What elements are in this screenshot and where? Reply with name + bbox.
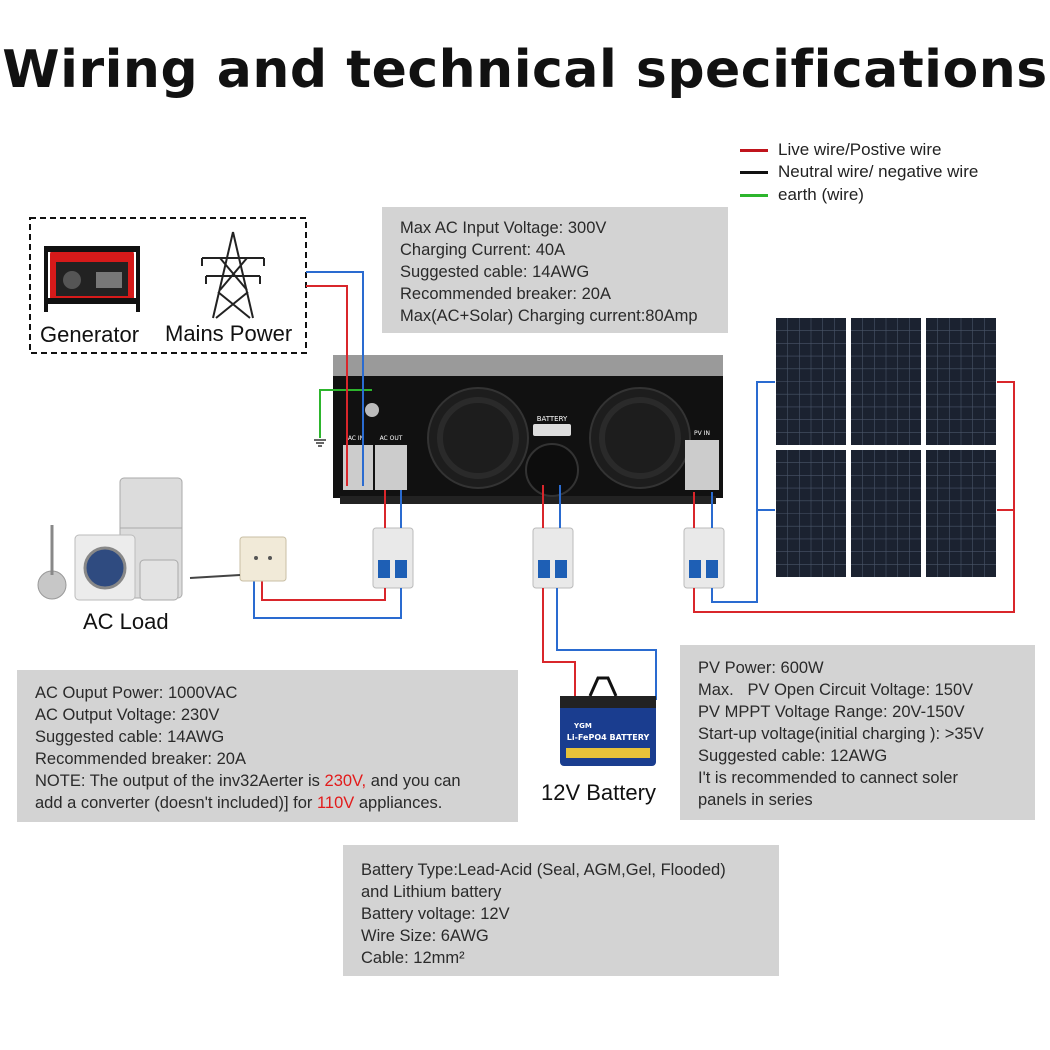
inverter-battery-label: BATTERY: [537, 415, 568, 423]
ac-input-spec-line: Max(AC+Solar) Charging current:80Amp: [400, 307, 698, 325]
inverter-ac-out-label: AC OUT: [380, 435, 403, 442]
solar-panels: [776, 318, 996, 577]
earth-wire-swatch: [740, 193, 768, 197]
page-title: Wiring and technical specifications: [2, 40, 1048, 100]
pv-spec-line: PV MPPT Voltage Range: 20V-150V: [698, 703, 965, 721]
battery-negative-wire: [556, 588, 657, 700]
ac-output-spec-line: AC Output Voltage: 230V: [35, 706, 220, 724]
note-text: and you can: [366, 772, 461, 790]
ac-output-spec-line: AC Ouput Power: 1000VAC: [35, 684, 238, 702]
note-text: appliances.: [354, 794, 443, 812]
pv-spec-line: I't is recommended to cannect soler: [698, 769, 958, 787]
mains-power-label: Mains Power: [165, 321, 293, 346]
pv-spec-line: Suggested cable: 12AWG: [698, 747, 888, 765]
legend-earth-label: earth (wire): [778, 185, 864, 204]
battery-breaker: [532, 527, 574, 589]
note-voltage-230: 230V,: [324, 772, 367, 790]
live-wire-swatch: [740, 148, 768, 152]
pv-spec-line: Max. PV Open Circuit Voltage: 150V: [698, 681, 974, 699]
appliance-cord: [189, 574, 241, 579]
ac-input-spec-line: Charging Current: 40A: [400, 241, 566, 259]
pv-breaker: [683, 527, 725, 589]
battery-spec-line: Battery voltage: 12V: [361, 905, 510, 923]
legend-neutral-label: Neutral wire/ negative wire: [778, 162, 979, 181]
battery-spec-line: and Lithium battery: [361, 883, 502, 901]
generator-label: Generator: [40, 322, 140, 347]
ac-output-spec-box: AC Ouput Power: 1000VAC AC Output Voltag…: [17, 670, 518, 822]
battery-icon: [560, 676, 656, 766]
note-voltage-110: 110V: [316, 794, 355, 812]
legend-live-label: Live wire/Postive wire: [778, 140, 942, 159]
ac-out-neutral-wire: [253, 555, 402, 619]
battery-brand-label: YGM: [573, 722, 592, 730]
pv-spec-line: panels in series: [698, 791, 813, 809]
pv-spec-line: Start-up voltage(initial charging ): >35…: [698, 725, 984, 743]
ac-input-live-wire: [306, 285, 348, 486]
pv-spec-box: PV Power: 600W Max. PV Open Circuit Volt…: [680, 645, 1035, 820]
battery-spec-line: Battery Type:Lead-Acid (Seal, AGM,Gel, F…: [361, 861, 726, 879]
ac-input-spec-line: Recommended breaker: 20A: [400, 285, 611, 303]
wall-socket-icon: [239, 536, 287, 582]
battery-spec-line: Wire Size: 6AWG: [361, 927, 489, 945]
ac-input-spec-line: Suggested cable: 14AWG: [400, 263, 590, 281]
ac-out-breaker: [372, 527, 414, 589]
ac-output-note-line2: add a converter (doesn't included)] for …: [35, 792, 500, 814]
legend-live: Live wire/Postive wire: [740, 140, 941, 160]
ac-output-note-line1: NOTE: The output of the inv32Aerter is 2…: [35, 770, 500, 792]
battery-spec-line: Cable: 12mm²: [361, 949, 465, 967]
ground-symbol-icon: [314, 439, 326, 447]
legend-neutral: Neutral wire/ negative wire: [740, 162, 978, 182]
pv-negative-wire: [711, 381, 775, 603]
inverter-ac-in-label: AC IN: [348, 435, 364, 442]
mains-power-pylon-icon: [201, 231, 265, 319]
inverter-pv-in-label: PV IN: [694, 430, 710, 437]
note-text: NOTE: The output of the inv32Aerter is: [35, 772, 325, 790]
battery-positive-wire: [542, 588, 576, 700]
pv-positive-wire: [693, 381, 1015, 613]
battery-type-label: Li-FePO4 BATTERY: [567, 733, 650, 742]
battery-label: 12V Battery: [541, 780, 656, 805]
ac-output-spec-line: Recommended breaker: 20A: [35, 750, 246, 768]
generator-icon: [44, 246, 140, 312]
battery-spec-box: Battery Type:Lead-Acid (Seal, AGM,Gel, F…: [343, 845, 779, 976]
note-text: add a converter (doesn't included)] for: [35, 794, 317, 812]
ac-input-spec-box: Max AC Input Voltage: 300V Charging Curr…: [382, 207, 728, 333]
pv-spec-line: PV Power: 600W: [698, 659, 824, 677]
legend-earth: earth (wire): [740, 185, 864, 205]
ac-input-neutral-wire: [306, 271, 364, 486]
ac-input-spec-line: Max AC Input Voltage: 300V: [400, 219, 607, 237]
earth-wire: [319, 389, 372, 438]
ac-output-spec-line: Suggested cable: 14AWG: [35, 728, 225, 746]
neutral-wire-swatch: [740, 170, 768, 174]
ac-load-label: AC Load: [83, 609, 169, 634]
inverter: [333, 355, 723, 504]
appliances-icon: [37, 477, 183, 601]
